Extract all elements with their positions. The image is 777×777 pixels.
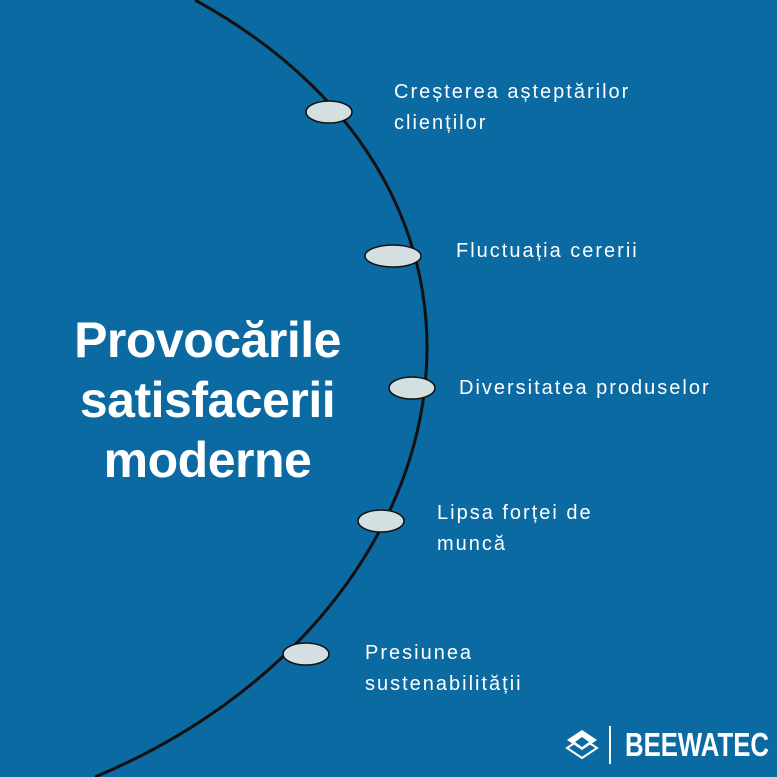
label-line: muncă <box>437 533 508 555</box>
timeline-node-1 <box>305 100 353 124</box>
timeline-label-3: Diversitatea produselor <box>459 373 769 404</box>
timeline-node-3 <box>388 376 436 400</box>
timeline-node-2 <box>364 244 422 268</box>
timeline-label-1: Creșterea așteptărilor clienților <box>394 77 694 139</box>
title-line: Provocările <box>74 312 341 368</box>
logo-divider <box>609 726 611 764</box>
label-line: sustenabilității <box>365 673 523 695</box>
timeline-label-5: Presiunea sustenabilității <box>365 638 615 700</box>
timeline-label-2: Fluctuația cererii <box>456 236 756 267</box>
timeline-node-5 <box>282 642 330 666</box>
label-line: Presiunea <box>365 642 474 664</box>
label-line: Lipsa forței de <box>437 502 593 524</box>
beewatec-logo-icon <box>565 730 599 760</box>
label-line: Diversitatea produselor <box>459 377 711 399</box>
label-line: Fluctuația cererii <box>456 240 639 262</box>
diagram-title: Provocările satisfacerii moderne <box>30 310 385 490</box>
title-line: satisfacerii <box>79 372 336 428</box>
logo-wordmark: BEEWATEC <box>625 726 769 763</box>
label-line: clienților <box>394 112 488 134</box>
label-line: Creșterea așteptărilor <box>394 81 631 103</box>
title-line: moderne <box>103 432 312 488</box>
timeline-node-4 <box>357 509 405 533</box>
brand-logo: BEEWATEC <box>565 722 777 768</box>
timeline-label-4: Lipsa forței de muncă <box>437 498 687 560</box>
